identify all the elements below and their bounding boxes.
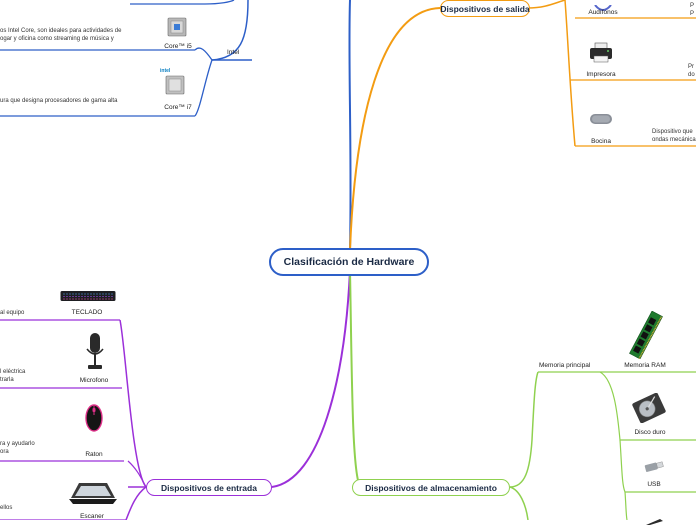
branch-dispositivos-entrada[interactable]: Dispositivos de entrada <box>146 479 272 496</box>
connector-blue-main <box>348 0 352 251</box>
keyboard-icon <box>60 289 116 301</box>
connector-entrada-up <box>119 319 147 488</box>
connector-salida-right <box>527 0 566 9</box>
connector-usb <box>619 439 696 493</box>
connector-entrada-down <box>125 486 147 520</box>
node-teclado[interactable]: TECLADO <box>71 309 103 316</box>
node-bocina[interactable]: Bocina <box>591 138 611 145</box>
usb-icon <box>644 459 664 473</box>
connector-intel <box>211 0 249 61</box>
connector-entrada-mid <box>127 460 147 488</box>
node-audifonos[interactable]: Audífonos <box>588 9 618 16</box>
connector-i5 <box>194 47 213 61</box>
storage-device-icon <box>644 512 664 525</box>
desc-teclado: al equipo <box>0 310 25 316</box>
headphones-icon <box>592 0 614 11</box>
node-memoria-ram[interactable]: Memoria RAM <box>624 362 666 369</box>
node-intel[interactable]: Intel <box>227 49 240 56</box>
connector-salida-down <box>564 0 576 147</box>
connector-almacen-right <box>509 371 539 488</box>
line-top-stub <box>130 0 235 5</box>
desc-core-i7: ura que designa procesadores de gama alt… <box>0 98 118 104</box>
scanner-icon <box>67 481 119 505</box>
connector-disco <box>599 371 696 441</box>
hard-drive-icon <box>632 392 666 424</box>
connector-almacen-down <box>509 486 529 520</box>
node-usb[interactable]: USB <box>647 481 661 488</box>
microphone-icon <box>86 333 104 371</box>
speaker-icon <box>589 112 613 126</box>
desc-core-i5: os Intel Core, son ideales para activida… <box>0 28 122 43</box>
node-raton[interactable]: Raton <box>85 451 103 458</box>
printer-icon <box>589 42 613 64</box>
intel-logo-text: intel <box>160 68 171 74</box>
node-disco-duro[interactable]: Disco duro <box>634 429 666 436</box>
connector-purple-main <box>271 269 351 488</box>
branch-dispositivos-salida[interactable]: Dispositivos de salida <box>440 0 530 17</box>
cpu-i5-icon <box>166 17 188 37</box>
cpu-i7-icon: intel <box>160 68 190 96</box>
node-core-i5[interactable]: Core™ i5 <box>164 43 192 50</box>
mouse-icon <box>84 403 104 433</box>
node-memoria-principal[interactable]: Memoria principal <box>539 362 591 369</box>
connector-extra <box>624 491 628 520</box>
connector-i7 <box>194 59 213 117</box>
node-impresora[interactable]: Impresora <box>586 71 616 78</box>
branch-dispositivos-almacenamiento[interactable]: Dispositivos de almacenamiento <box>352 479 510 496</box>
central-topic[interactable]: Clasificación de Hardware <box>269 248 429 276</box>
node-microfono[interactable]: Microfono <box>79 377 109 384</box>
node-escaner[interactable]: Escaner <box>80 513 104 520</box>
desc-escaner: ellos <box>0 505 13 511</box>
connector-orange-main <box>349 7 441 251</box>
ram-icon <box>624 310 668 360</box>
connector-green-main <box>349 269 361 488</box>
node-core-i7[interactable]: Core™ i7 <box>164 104 192 111</box>
